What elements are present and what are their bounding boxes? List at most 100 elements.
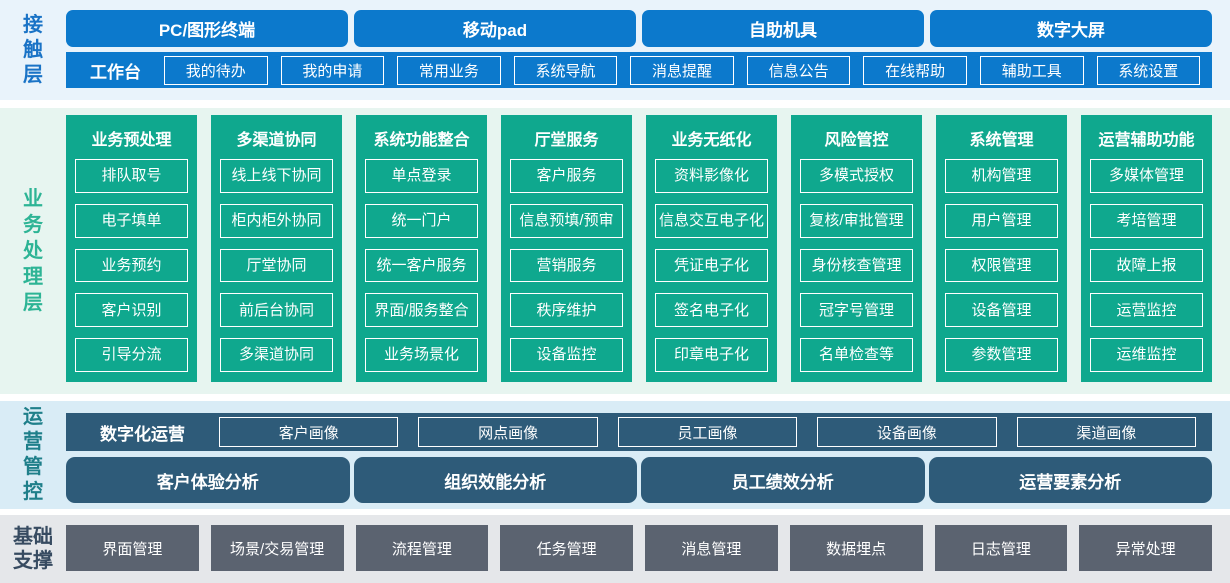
terminal-mobile-pad: 移动pad (354, 10, 636, 47)
terminal-digital-screen: 数字大屏 (930, 10, 1212, 47)
module-block: 凭证电子化 (655, 248, 768, 283)
module-block: 客户服务 (510, 159, 623, 193)
module-block: 电子填单 (75, 203, 188, 238)
module-block: 统一客户服务 (365, 248, 478, 283)
column-title: 多渠道协同 (236, 132, 317, 149)
module-block: 业务场景化 (365, 338, 478, 372)
module-block: 名单检查等 (800, 338, 913, 372)
foundation-exception-handling: 异常处理 (1079, 525, 1212, 571)
foundation-message-management: 消息管理 (645, 525, 778, 571)
analysis-row: 客户体验分析 组织效能分析 员工绩效分析 运营要素分析 (66, 457, 1212, 503)
foundation-process-management: 流程管理 (355, 525, 489, 571)
module-block: 柜内柜外协同 (220, 203, 333, 238)
foundation-log-management: 日志管理 (934, 525, 1068, 571)
contact-layer-section: 接触层 PC/图形终端 移动pad 自助机具 数字大屏 工作台 我的待办 我的申… (0, 0, 1230, 100)
foundation-layer-side: 基础支撑 (0, 515, 66, 583)
contact-layer-label: 接触层 (23, 13, 43, 86)
module-block: 信息交互电子化 (655, 203, 768, 238)
module-block: 资料影像化 (655, 159, 768, 193)
foundation-data-tracking: 数据埋点 (789, 525, 923, 571)
column-ops-auxiliary: 运营辅助功能 多媒体管理 考培管理 故障上报 运营监控 运维监控 (1081, 115, 1212, 382)
operations-layer-content: 数字化运营 客户画像 网点画像 员工画像 设备画像 渠道画像 客户体验分析 组织… (66, 401, 1230, 509)
workbench-item-applications: 我的申请 (280, 55, 385, 85)
column-title: 业务预处理 (91, 132, 172, 149)
workbench-item-aux-tools: 辅助工具 (979, 55, 1084, 85)
module-block: 业务预约 (75, 248, 188, 283)
column-title: 业务无纸化 (671, 132, 752, 149)
module-block: 多媒体管理 (1090, 159, 1203, 193)
column-business-preprocessing: 业务预处理 排队取号 电子填单 业务预约 客户识别 引导分流 (66, 115, 197, 382)
analysis-org-efficiency: 组织效能分析 (353, 457, 637, 503)
workbench-item-announcements: 信息公告 (746, 55, 851, 85)
workbench-item-common-business: 常用业务 (397, 55, 501, 85)
module-block: 签名电子化 (655, 293, 768, 328)
module-block: 前后台协同 (220, 293, 333, 328)
module-block: 客户识别 (75, 293, 188, 328)
workbench-item-todo: 我的待办 (164, 55, 268, 85)
module-block: 印章电子化 (655, 338, 768, 372)
workbench-bar: 工作台 我的待办 我的申请 常用业务 系统导航 消息提醒 信息公告 在线帮助 辅… (66, 52, 1212, 88)
column-system-integration: 系统功能整合 单点登录 统一门户 统一客户服务 界面/服务整合 业务场景化 (356, 115, 487, 382)
module-block: 运营监控 (1090, 293, 1203, 328)
business-layer-content: 业务预处理 排队取号 电子填单 业务预约 客户识别 引导分流 多渠道协同 线上线… (66, 108, 1230, 394)
foundation-row: 界面管理 场景/交易管理 流程管理 任务管理 消息管理 数据埋点 日志管理 异常… (66, 525, 1212, 571)
column-title: 风险管控 (824, 132, 889, 149)
profile-channel: 渠道画像 (1016, 417, 1197, 447)
module-block: 界面/服务整合 (365, 293, 478, 328)
workbench-item-message-alerts: 消息提醒 (630, 55, 734, 85)
operations-layer-side: 运营管控 (0, 401, 66, 509)
column-system-management: 系统管理 机构管理 用户管理 权限管理 设备管理 参数管理 (936, 115, 1067, 382)
module-block: 用户管理 (945, 203, 1058, 238)
analysis-employee-performance: 员工绩效分析 (641, 457, 925, 503)
module-block: 冠字号管理 (800, 293, 913, 328)
contact-layer-side: 接触层 (0, 0, 66, 100)
digital-ops-label: 数字化运营 (100, 424, 185, 444)
workbench-label: 工作台 (90, 62, 141, 82)
profile-branch: 网点画像 (418, 417, 598, 447)
module-block: 单点登录 (365, 159, 478, 193)
module-block: 参数管理 (945, 338, 1058, 372)
column-paperless-business: 业务无纸化 资料影像化 信息交互电子化 凭证电子化 签名电子化 印章电子化 (646, 115, 777, 382)
module-block: 设备管理 (945, 293, 1058, 328)
business-layer-section: 业务处理层 业务预处理 排队取号 电子填单 业务预约 客户识别 引导分流 多渠道… (0, 108, 1230, 394)
profile-customer: 客户画像 (219, 417, 399, 447)
analysis-customer-experience: 客户体验分析 (66, 457, 350, 503)
module-block: 多模式授权 (800, 159, 913, 193)
module-block: 权限管理 (945, 248, 1058, 283)
column-title: 运营辅助功能 (1098, 132, 1195, 149)
module-block: 信息预填/预审 (510, 203, 623, 238)
foundation-ui-management: 界面管理 (66, 525, 199, 571)
operations-layer-label: 运营管控 (23, 406, 43, 503)
profile-employee: 员工画像 (617, 417, 798, 447)
module-block: 机构管理 (945, 159, 1058, 193)
module-block: 线上线下协同 (220, 159, 333, 193)
column-lobby-services: 厅堂服务 客户服务 信息预填/预审 营销服务 秩序维护 设备监控 (501, 115, 632, 382)
analysis-ops-elements: 运营要素分析 (928, 457, 1212, 503)
module-block: 引导分流 (75, 338, 188, 372)
terminal-pc: PC/图形终端 (66, 10, 348, 47)
column-title: 系统功能整合 (373, 132, 470, 149)
foundation-layer-label: 基础支撑 (13, 526, 53, 572)
column-multichannel-collab: 多渠道协同 线上线下协同 柜内柜外协同 厅堂协同 前后台协同 多渠道协同 (211, 115, 342, 382)
module-block: 营销服务 (510, 248, 623, 283)
column-title: 系统管理 (969, 132, 1034, 149)
module-block: 考培管理 (1090, 203, 1203, 238)
module-block: 排队取号 (75, 159, 188, 193)
module-block: 厅堂协同 (220, 248, 333, 283)
foundation-layer-content: 界面管理 场景/交易管理 流程管理 任务管理 消息管理 数据埋点 日志管理 异常… (66, 515, 1230, 583)
business-layer-side: 业务处理层 (0, 108, 66, 394)
foundation-task-management: 任务管理 (500, 525, 633, 571)
digital-ops-bar: 数字化运营 客户画像 网点画像 员工画像 设备画像 渠道画像 (66, 413, 1212, 451)
column-risk-control: 风险管控 多模式授权 复核/审批管理 身份核查管理 冠字号管理 名单检查等 (791, 115, 922, 382)
profile-device: 设备画像 (817, 417, 997, 447)
column-title: 厅堂服务 (534, 132, 599, 149)
module-block: 多渠道协同 (220, 338, 333, 372)
foundation-scene-transaction: 场景/交易管理 (210, 525, 344, 571)
module-block: 身份核查管理 (800, 248, 913, 283)
foundation-layer-section: 基础支撑 界面管理 场景/交易管理 流程管理 任务管理 消息管理 数据埋点 日志… (0, 515, 1230, 583)
module-block: 复核/审批管理 (800, 203, 913, 238)
business-layer-label: 业务处理层 (23, 188, 43, 314)
workbench-item-system-nav: 系统导航 (513, 55, 618, 85)
operations-layer-section: 运营管控 数字化运营 客户画像 网点画像 员工画像 设备画像 渠道画像 客户体验… (0, 401, 1230, 509)
business-columns: 业务预处理 排队取号 电子填单 业务预约 客户识别 引导分流 多渠道协同 线上线… (66, 115, 1212, 382)
